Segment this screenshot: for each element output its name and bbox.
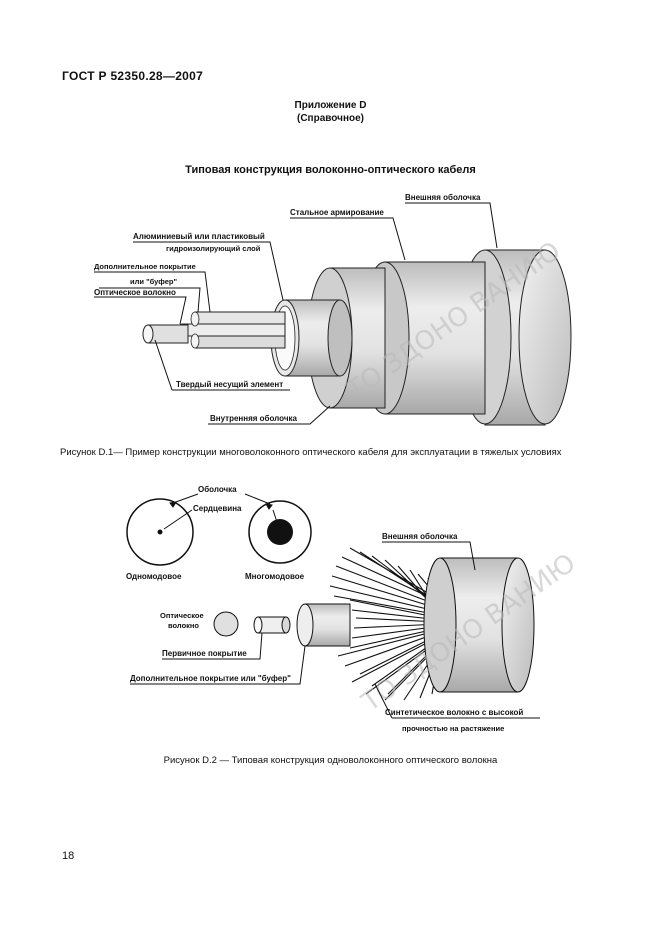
label-primary-coating: Первичное покрытие	[162, 649, 247, 658]
buffered-fibers	[142, 311, 286, 349]
figure-1-leader-lines	[94, 202, 498, 425]
figure-2-fiber-diagram: Оболочка Сердцевина Одномодовое Многомод…	[126, 485, 581, 733]
label-inner-jacket: Внутренняя оболочка	[210, 414, 297, 423]
appendix-heading: Приложение D (Справочное)	[0, 99, 661, 125]
figure-2-caption: Рисунок D.2 — Типовая конструкция одново…	[163, 755, 498, 766]
label-single-mode: Одномодовое	[126, 572, 182, 581]
label-optical-fiber-line1: Оптическое	[160, 611, 204, 620]
label-buffer-line1: Дополнительное покрытие	[94, 262, 196, 271]
document-header: ГОСТ Р 52350.28—2007	[62, 69, 204, 83]
label-outer-jacket-fig2: Внешняя оболочка	[382, 532, 458, 541]
label-buffer-fig2: Дополнительное покрытие или "буфер"	[130, 674, 291, 683]
appendix-title: Приложение D	[294, 100, 367, 111]
label-core: Сердцевина	[193, 504, 242, 513]
label-steel-armor: Стальное армирование	[290, 208, 384, 217]
label-water-block-line2: гидроизолирующий слой	[166, 244, 261, 253]
figure-1-title: Типовая конструкция волоконно-оптическог…	[185, 164, 476, 176]
label-water-block-line1: Алюминиевый или пластиковый	[133, 232, 265, 241]
label-multi-mode: Многомодовое	[245, 572, 305, 581]
label-optical-fiber-line2: волокно	[168, 621, 199, 630]
appendix-subtitle: (Справочное)	[297, 113, 364, 124]
label-outer-jacket: Внешняя оболочка	[405, 193, 481, 202]
optical-fiber-sphere	[213, 611, 239, 637]
buffer-cylinder	[304, 603, 351, 647]
label-strength-member: Твердый несущий элемент	[176, 380, 283, 389]
page-number: 18	[62, 850, 75, 862]
single-mode-core	[157, 529, 163, 535]
multi-mode-core	[267, 519, 293, 545]
label-synthetic-line2: прочностью на растяжение	[402, 724, 504, 733]
label-buffer-line2: или "буфер"	[130, 277, 177, 286]
label-synthetic-line1: Синтетическое волокно с высокой	[385, 708, 523, 717]
label-optical-fiber: Оптическое волокно	[94, 288, 176, 297]
figure-1-caption: Рисунок D.1— Пример конструкции многовол…	[60, 447, 562, 458]
label-cladding: Оболочка	[198, 485, 237, 494]
